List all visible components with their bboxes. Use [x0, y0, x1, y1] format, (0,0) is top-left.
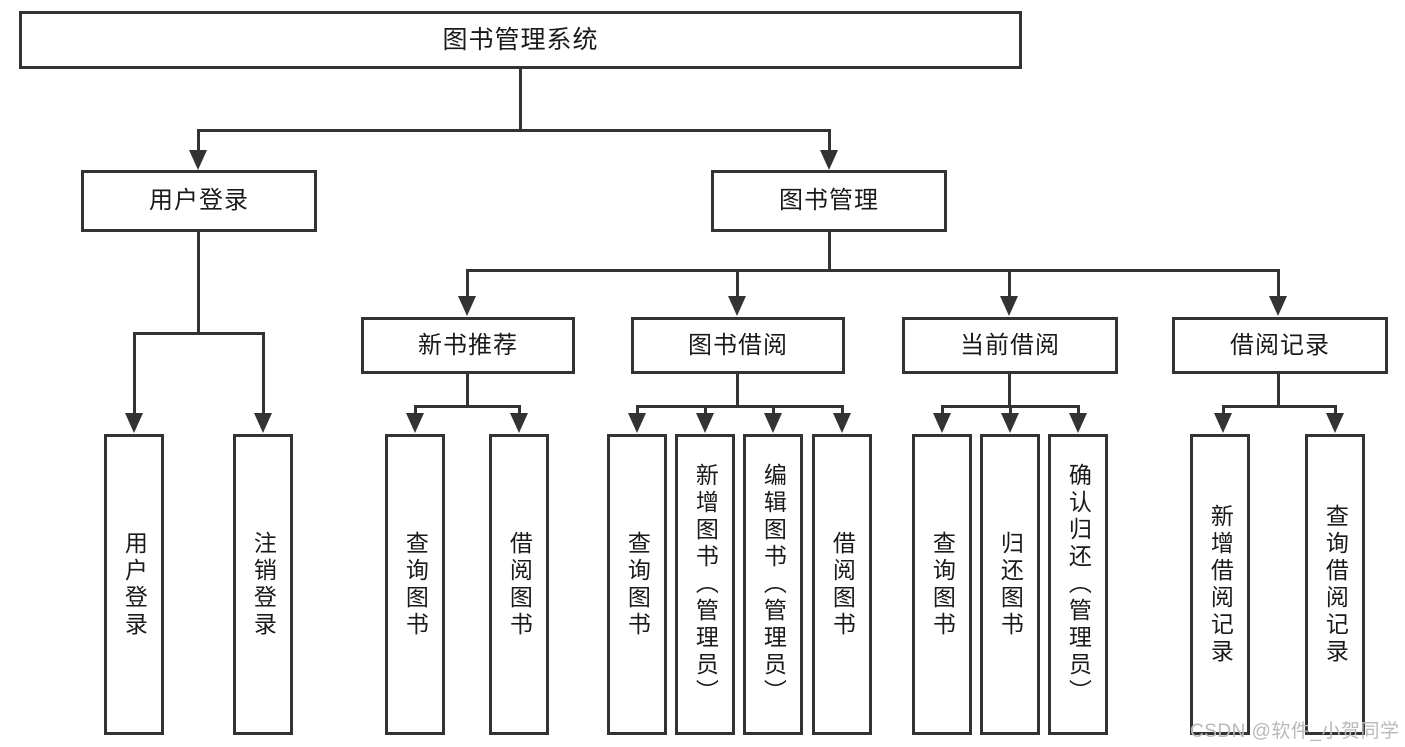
- arrow-borrow-record-child-2: [1326, 413, 1344, 433]
- arrow-root-to-book-manage: [820, 150, 838, 170]
- node-current-borrow[interactable]: 当前借阅: [902, 317, 1118, 374]
- connector-user-login-child-2: [262, 332, 265, 414]
- node-label: 图书管理: [779, 187, 879, 215]
- leaf-current-borrow-query-book[interactable]: 查询图书: [912, 434, 972, 735]
- arrow-book-manage-child-3: [1000, 296, 1018, 316]
- connector-book-borrow-bar: [636, 405, 844, 408]
- leaf-label: 查询图书: [624, 530, 651, 639]
- leaf-borrow-record-add-record[interactable]: 新增借阅记录: [1190, 434, 1250, 735]
- connector-user-login-stem: [197, 232, 200, 335]
- leaf-book-borrow-borrow-book[interactable]: 借阅图书: [812, 434, 872, 735]
- connector-new-book-child-2: [518, 405, 521, 415]
- leaf-label: 查询借阅记录: [1322, 503, 1349, 666]
- leaf-label: 新增借阅记录: [1207, 503, 1234, 666]
- connector-book-manage-child-2: [736, 269, 739, 297]
- node-label: 图书管理系统: [442, 25, 599, 54]
- leaf-borrow-record-query-record[interactable]: 查询借阅记录: [1305, 434, 1365, 735]
- connector-root-to-user-login: [197, 129, 200, 151]
- connector-book-borrow-child-3: [772, 405, 775, 415]
- arrow-user-login-child-1: [125, 413, 143, 433]
- connector-current-borrow-child-3: [1077, 405, 1080, 415]
- arrow-current-borrow-child-2: [1001, 413, 1019, 433]
- leaf-book-borrow-add-book-admin[interactable]: 新增图书（管理员）: [675, 434, 735, 735]
- arrow-book-borrow-child-2: [696, 413, 714, 433]
- node-root-book-management-system[interactable]: 图书管理系统: [19, 11, 1022, 69]
- leaf-new-book-query-book[interactable]: 查询图书: [385, 434, 445, 735]
- connector-root-stem: [519, 69, 522, 129]
- node-book-management[interactable]: 图书管理: [711, 170, 947, 232]
- leaf-label: 编辑图书（管理员）: [760, 463, 787, 706]
- connector-book-borrow-child-2: [704, 405, 707, 415]
- connector-book-borrow-child-4: [841, 405, 844, 415]
- arrow-new-book-child-2: [510, 413, 528, 433]
- arrow-book-borrow-child-1: [628, 413, 646, 433]
- connector-current-borrow-child-1: [941, 405, 944, 415]
- node-label: 借阅记录: [1230, 331, 1330, 359]
- leaf-user-login-logout[interactable]: 注销登录: [233, 434, 293, 735]
- node-new-book-recommendation[interactable]: 新书推荐: [361, 317, 575, 374]
- node-label: 用户登录: [149, 187, 249, 215]
- leaf-label: 新增图书（管理员）: [692, 463, 719, 706]
- leaf-current-borrow-confirm-return-admin[interactable]: 确认归还（管理员）: [1048, 434, 1108, 735]
- arrow-current-borrow-child-1: [933, 413, 951, 433]
- leaf-label: 查询图书: [929, 530, 956, 639]
- connector-book-manage-child-1: [466, 269, 469, 297]
- watermark-text: CSDN @软件_小贺同学: [1190, 721, 1400, 742]
- connector-borrow-record-child-1: [1222, 405, 1225, 415]
- arrow-new-book-child-1: [406, 413, 424, 433]
- connector-book-borrow-child-1: [636, 405, 639, 415]
- node-borrow-record[interactable]: 借阅记录: [1172, 317, 1388, 374]
- leaf-label: 注销登录: [250, 530, 277, 639]
- leaf-label: 借阅图书: [506, 530, 533, 639]
- leaf-user-login-login[interactable]: 用户登录: [104, 434, 164, 735]
- node-book-borrow[interactable]: 图书借阅: [631, 317, 845, 374]
- connector-book-manage-stem: [828, 232, 831, 272]
- connector-root-bar: [197, 129, 831, 132]
- arrow-current-borrow-child-3: [1069, 413, 1087, 433]
- leaf-book-borrow-query-book[interactable]: 查询图书: [607, 434, 667, 735]
- arrow-book-manage-child-4: [1269, 296, 1287, 316]
- connector-borrow-record-child-2: [1334, 405, 1337, 415]
- connector-root-to-book-manage: [828, 129, 831, 151]
- leaf-label: 借阅图书: [829, 530, 856, 639]
- arrow-user-login-child-2: [254, 413, 272, 433]
- connector-user-login-child-1: [133, 332, 136, 414]
- node-label: 新书推荐: [418, 331, 518, 359]
- node-label: 当前借阅: [960, 331, 1060, 359]
- connector-book-manage-child-3: [1008, 269, 1011, 297]
- leaf-book-borrow-edit-book-admin[interactable]: 编辑图书（管理员）: [743, 434, 803, 735]
- connector-borrow-record-bar: [1222, 405, 1337, 408]
- leaf-label: 归还图书: [997, 530, 1024, 639]
- watermark-csdn: CSDN @软件_小贺同学: [1190, 716, 1399, 743]
- node-label: 图书借阅: [688, 331, 788, 359]
- leaf-label: 确认归还（管理员）: [1065, 463, 1092, 706]
- connector-book-manage-bar: [466, 269, 1279, 272]
- connector-new-book-child-1: [414, 405, 417, 415]
- connector-user-login-bar: [133, 332, 265, 335]
- connector-book-borrow-stem: [736, 374, 739, 407]
- connector-new-book-bar: [414, 405, 521, 408]
- connector-current-borrow-child-2: [1009, 405, 1012, 415]
- node-user-login[interactable]: 用户登录: [81, 170, 317, 232]
- arrow-root-to-user-login: [189, 150, 207, 170]
- connector-borrow-record-stem: [1277, 374, 1280, 407]
- leaf-label: 查询图书: [402, 530, 429, 639]
- arrow-book-manage-child-1: [458, 296, 476, 316]
- arrow-borrow-record-child-1: [1214, 413, 1232, 433]
- arrow-book-borrow-child-3: [764, 413, 782, 433]
- leaf-current-borrow-return-book[interactable]: 归还图书: [980, 434, 1040, 735]
- arrow-book-manage-child-2: [728, 296, 746, 316]
- connector-new-book-stem: [466, 374, 469, 407]
- leaf-label: 用户登录: [121, 530, 148, 639]
- connector-book-manage-child-4: [1277, 269, 1280, 297]
- connector-current-borrow-stem: [1008, 374, 1011, 407]
- leaf-new-book-borrow-book[interactable]: 借阅图书: [489, 434, 549, 735]
- arrow-book-borrow-child-4: [833, 413, 851, 433]
